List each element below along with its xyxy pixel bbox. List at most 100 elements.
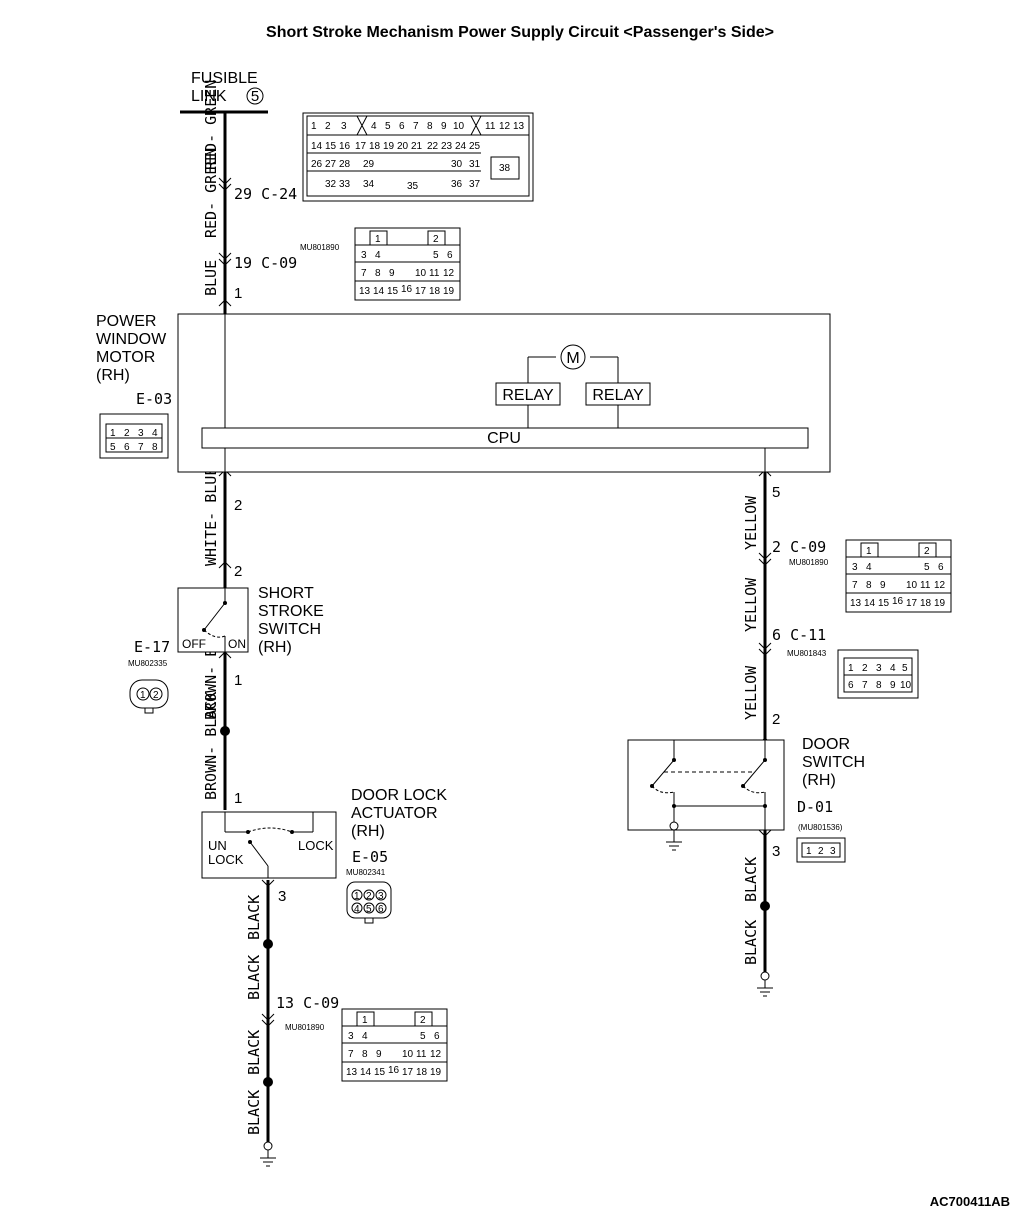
- svg-text:5: 5: [385, 121, 391, 132]
- svg-text:2: 2: [818, 846, 824, 857]
- svg-text:(RH): (RH): [351, 823, 385, 840]
- svg-text:4: 4: [371, 121, 377, 132]
- svg-text:38: 38: [499, 163, 511, 174]
- svg-text:6: 6: [447, 250, 453, 261]
- svg-text:8: 8: [362, 1049, 368, 1060]
- svg-text:16: 16: [892, 596, 904, 607]
- wire-label-red-green: RED- GREEN: [202, 148, 220, 238]
- svg-text:18: 18: [429, 286, 441, 297]
- svg-text:LOCK: LOCK: [208, 852, 244, 867]
- svg-text:29: 29: [363, 159, 375, 170]
- svg-text:3: 3: [341, 121, 347, 132]
- svg-text:13: 13: [359, 286, 371, 297]
- svg-text:9: 9: [441, 121, 447, 132]
- svg-text:12: 12: [499, 121, 511, 132]
- connector-part-number: MU801890: [300, 243, 340, 252]
- svg-text:MU802335: MU802335: [128, 659, 168, 668]
- svg-text:6: 6: [378, 904, 384, 915]
- svg-text:37: 37: [469, 179, 481, 190]
- svg-text:(MU801536): (MU801536): [798, 823, 843, 832]
- svg-text:11: 11: [416, 1049, 427, 1060]
- connector-c11-label: 6 C-11: [772, 626, 826, 644]
- motor-symbol: M: [566, 350, 579, 367]
- svg-text:7: 7: [852, 580, 858, 591]
- svg-text:4: 4: [354, 904, 360, 915]
- svg-text:(RH): (RH): [802, 772, 836, 789]
- svg-text:5: 5: [110, 442, 116, 453]
- svg-text:18: 18: [416, 1067, 428, 1078]
- svg-text:E-05: E-05: [352, 848, 388, 866]
- pin-label: 1: [234, 285, 242, 302]
- svg-text:9: 9: [389, 268, 395, 279]
- svg-text:26: 26: [311, 159, 323, 170]
- wire-label-brown-black: BROWN- BLACK: [202, 692, 220, 800]
- svg-text:7: 7: [348, 1049, 354, 1060]
- wire-label-black: BLACK: [245, 1030, 263, 1075]
- figure-code: AC700411AB: [929, 1194, 1010, 1209]
- svg-text:15: 15: [387, 286, 399, 297]
- svg-text:10: 10: [900, 680, 912, 691]
- relay-label: RELAY: [502, 387, 554, 404]
- connector-part-number: MU801890: [789, 558, 829, 567]
- svg-text:17: 17: [415, 286, 427, 297]
- svg-text:9: 9: [376, 1049, 382, 1060]
- svg-text:2: 2: [366, 891, 372, 902]
- svg-text:17: 17: [402, 1067, 414, 1078]
- svg-text:3: 3: [830, 846, 836, 857]
- svg-text:10: 10: [415, 268, 427, 279]
- svg-text:15: 15: [878, 598, 890, 609]
- svg-text:OFF: OFF: [182, 637, 206, 651]
- svg-text:16: 16: [339, 141, 351, 152]
- svg-text:34: 34: [363, 179, 375, 190]
- cpu-label: CPU: [487, 430, 521, 447]
- svg-text:7: 7: [413, 121, 419, 132]
- svg-text:D-01: D-01: [797, 798, 833, 816]
- svg-text:3: 3: [348, 1031, 354, 1042]
- svg-text:16: 16: [401, 284, 413, 295]
- svg-text:10: 10: [453, 121, 465, 132]
- fusible-link-label-2: LINK: [191, 88, 227, 105]
- wire-label-red-green: RED- GREEN: [202, 80, 220, 170]
- wire-label-black: BLACK: [245, 955, 263, 1000]
- svg-text:MU802341: MU802341: [346, 868, 386, 877]
- svg-text:15: 15: [325, 141, 337, 152]
- svg-text:25: 25: [469, 141, 481, 152]
- svg-text:7: 7: [862, 680, 868, 691]
- splice-dot: [760, 901, 770, 911]
- svg-text:19: 19: [383, 141, 395, 152]
- svg-text:2: 2: [924, 546, 930, 557]
- svg-text:UN: UN: [208, 838, 227, 853]
- ground-icon: [260, 1141, 276, 1167]
- svg-text:14: 14: [373, 286, 385, 297]
- short-stroke-switch: OFF ON SHORT STROKE SWITCH (RH): [177, 585, 324, 656]
- svg-text:ON: ON: [228, 637, 246, 651]
- svg-text:27: 27: [325, 159, 337, 170]
- svg-text:28: 28: [339, 159, 351, 170]
- svg-text:1: 1: [866, 546, 872, 557]
- pin-label: 2: [234, 497, 242, 514]
- wire-label-yellow: YELLOW: [742, 665, 760, 720]
- svg-text:9: 9: [890, 680, 896, 691]
- svg-text:1: 1: [362, 1015, 368, 1026]
- svg-text:8: 8: [375, 268, 381, 279]
- svg-text:6: 6: [938, 562, 944, 573]
- door-lock-actuator: UN LOCK LOCK DOOR LOCK ACTUATOR (RH) E-0…: [201, 787, 447, 924]
- svg-text:1: 1: [848, 663, 854, 674]
- svg-text:18: 18: [920, 598, 932, 609]
- right-wire: [760, 462, 770, 972]
- svg-text:E-17: E-17: [134, 638, 170, 656]
- fusible-link-label-1: FUSIBLE: [191, 70, 258, 87]
- relay-label: RELAY: [592, 387, 644, 404]
- svg-text:3: 3: [378, 891, 384, 902]
- svg-text:13: 13: [513, 121, 525, 132]
- pin-label: 2: [234, 563, 242, 580]
- svg-text:2: 2: [153, 690, 159, 701]
- svg-text:2: 2: [420, 1015, 426, 1026]
- svg-text:3: 3: [138, 428, 144, 439]
- fusible-link-number: 5: [251, 88, 259, 105]
